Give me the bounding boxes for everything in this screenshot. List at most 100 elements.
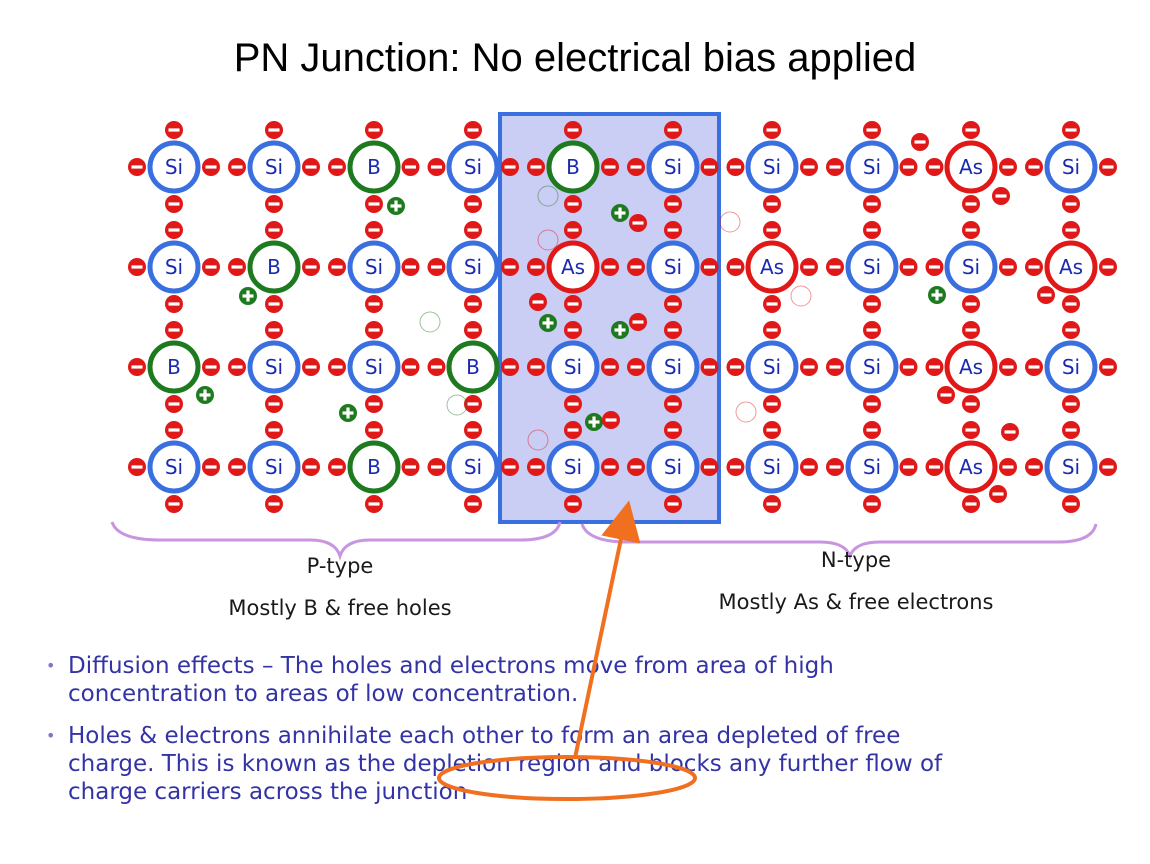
bond-electron xyxy=(700,158,719,176)
bond-electron xyxy=(165,121,183,139)
free-hole xyxy=(928,286,946,304)
bond-electron xyxy=(999,358,1017,376)
bond-electron xyxy=(165,295,183,313)
atom-symbol: As xyxy=(1059,255,1083,279)
free-electron xyxy=(629,313,647,331)
atom-symbol: B xyxy=(367,455,381,479)
bond-electron xyxy=(265,421,283,439)
atom-symbol: Si xyxy=(962,255,980,279)
bond-electron xyxy=(427,158,446,176)
bond-electron xyxy=(564,395,582,413)
bond-electron xyxy=(1099,258,1117,276)
atom-symbol: Si xyxy=(464,155,482,179)
atom-si: Si xyxy=(147,440,201,494)
bond-electron xyxy=(664,395,682,413)
bond-electron xyxy=(863,221,881,239)
bond-electron xyxy=(826,158,844,176)
bond-electron xyxy=(564,321,582,339)
bond-electron xyxy=(228,458,246,476)
bond-electron xyxy=(1025,458,1043,476)
free-electron xyxy=(989,485,1007,503)
atom-symbol: Si xyxy=(464,255,482,279)
atom-symbol: As xyxy=(561,255,585,279)
bond-electron xyxy=(700,258,719,276)
atom-symbol: B xyxy=(466,355,480,379)
bond-electron xyxy=(365,295,383,313)
vacated-site xyxy=(446,394,468,416)
bond-electron xyxy=(1062,395,1080,413)
atom-b: B xyxy=(546,140,600,194)
bond-electron xyxy=(726,158,745,176)
bond-electron xyxy=(627,258,645,276)
bond-electron xyxy=(763,195,781,213)
atom-symbol: Si xyxy=(265,355,283,379)
vacated-site xyxy=(419,311,441,333)
atom-symbol: Si xyxy=(763,455,781,479)
atom-symbol: B xyxy=(167,355,181,379)
free-electron xyxy=(992,187,1010,205)
bond-electron xyxy=(464,421,482,439)
bond-electron xyxy=(999,158,1017,176)
bond-electron xyxy=(800,258,818,276)
bond-electron xyxy=(925,458,944,476)
bullet-line: Holes & electrons annihilate each other … xyxy=(68,723,901,749)
bond-electron xyxy=(365,495,383,513)
atom-symbol: Si xyxy=(763,355,781,379)
atom-symbol: Si xyxy=(863,155,881,179)
atom-as: As xyxy=(745,240,799,294)
atom-si: Si xyxy=(247,440,301,494)
bond-electron xyxy=(1025,258,1043,276)
atom-symbol: Si xyxy=(564,455,582,479)
bond-electron xyxy=(601,458,619,476)
bond-electron xyxy=(464,195,482,213)
bond-electron xyxy=(165,495,183,513)
atom-symbol: Si xyxy=(664,255,682,279)
atom-b: B xyxy=(347,440,401,494)
atom-symbol: Si xyxy=(664,455,682,479)
bond-electron xyxy=(1062,221,1080,239)
bond-electron xyxy=(601,258,619,276)
vacated-site xyxy=(735,401,757,423)
atom-symbol: Si xyxy=(265,155,283,179)
bond-electron xyxy=(427,258,446,276)
bond-electron xyxy=(564,121,582,139)
bond-electron xyxy=(228,358,246,376)
bond-electron xyxy=(726,458,745,476)
vacated-site xyxy=(527,429,549,451)
bond-electron xyxy=(464,395,482,413)
bond-electron xyxy=(826,458,844,476)
bond-electron xyxy=(564,495,582,513)
bond-electron xyxy=(464,495,482,513)
bullet-list: • Diffusion effects – The holes and elec… xyxy=(46,652,1126,820)
bond-electron xyxy=(302,358,320,376)
bond-electron xyxy=(700,358,719,376)
bond-electron xyxy=(464,295,482,313)
bond-electron xyxy=(302,458,320,476)
bond-electron xyxy=(601,158,619,176)
bond-electron xyxy=(962,395,980,413)
bond-electron xyxy=(128,158,146,176)
p-type-label: P-type xyxy=(306,554,374,578)
atom-symbol: B xyxy=(267,255,281,279)
bond-electron xyxy=(1099,458,1117,476)
bond-electron xyxy=(899,258,918,276)
atom-si: Si xyxy=(646,440,700,494)
atom-symbol: Si xyxy=(664,355,682,379)
atom-si: Si xyxy=(646,340,700,394)
bond-electron xyxy=(863,121,881,139)
bond-electron xyxy=(700,458,719,476)
bond-electron xyxy=(527,458,545,476)
bond-electron xyxy=(999,458,1017,476)
bond-electron xyxy=(302,158,320,176)
bond-electron xyxy=(328,158,346,176)
bond-electron xyxy=(664,121,682,139)
bond-electron xyxy=(328,258,346,276)
bond-electron xyxy=(265,321,283,339)
bond-electron xyxy=(501,358,519,376)
bond-electron xyxy=(664,421,682,439)
bond-electron xyxy=(202,458,220,476)
atom-si: Si xyxy=(845,340,899,394)
bond-electron xyxy=(265,495,283,513)
atom-as: As xyxy=(944,440,998,494)
